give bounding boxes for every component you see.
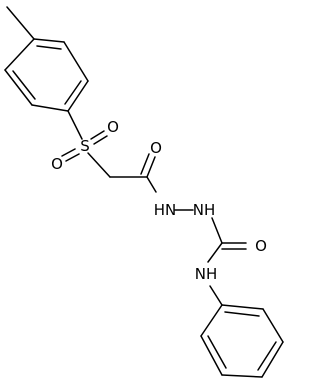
sulfur-methylene-bond <box>87 152 111 178</box>
sulfur-label: S <box>80 137 90 155</box>
sulfonyl-oxygen-left-label: O <box>51 155 63 173</box>
aryl-sulfur-bond <box>67 110 83 140</box>
methyl-bond <box>6 6 35 40</box>
urea-carbon-nitrogen-bond <box>207 242 223 263</box>
sulfonyl-double-bonds <box>61 130 108 162</box>
hydrazide-nh-2-label: NH <box>193 201 216 219</box>
amide-oxygen-label: O <box>150 139 162 157</box>
anilide-nh-label: NH <box>195 265 218 283</box>
hydrazide-nh-1-label: HN <box>154 201 177 219</box>
nitrogen-urea-carbon-bond <box>211 217 223 244</box>
amide-carbonyl-double-bond <box>140 153 156 178</box>
carbonyl-nitrogen-bond <box>146 176 157 193</box>
phenyl-ring <box>200 304 284 378</box>
urea-oxygen-label: O <box>255 237 267 255</box>
urea-carbonyl-double-bond <box>221 242 247 250</box>
chemical-structure-diagram: S O O O HN NH O NH <box>4 6 284 378</box>
tolyl-ring <box>4 38 89 112</box>
nitrogen-phenyl-bond <box>209 285 223 306</box>
sulfonyl-oxygen-right-label: O <box>107 118 119 136</box>
